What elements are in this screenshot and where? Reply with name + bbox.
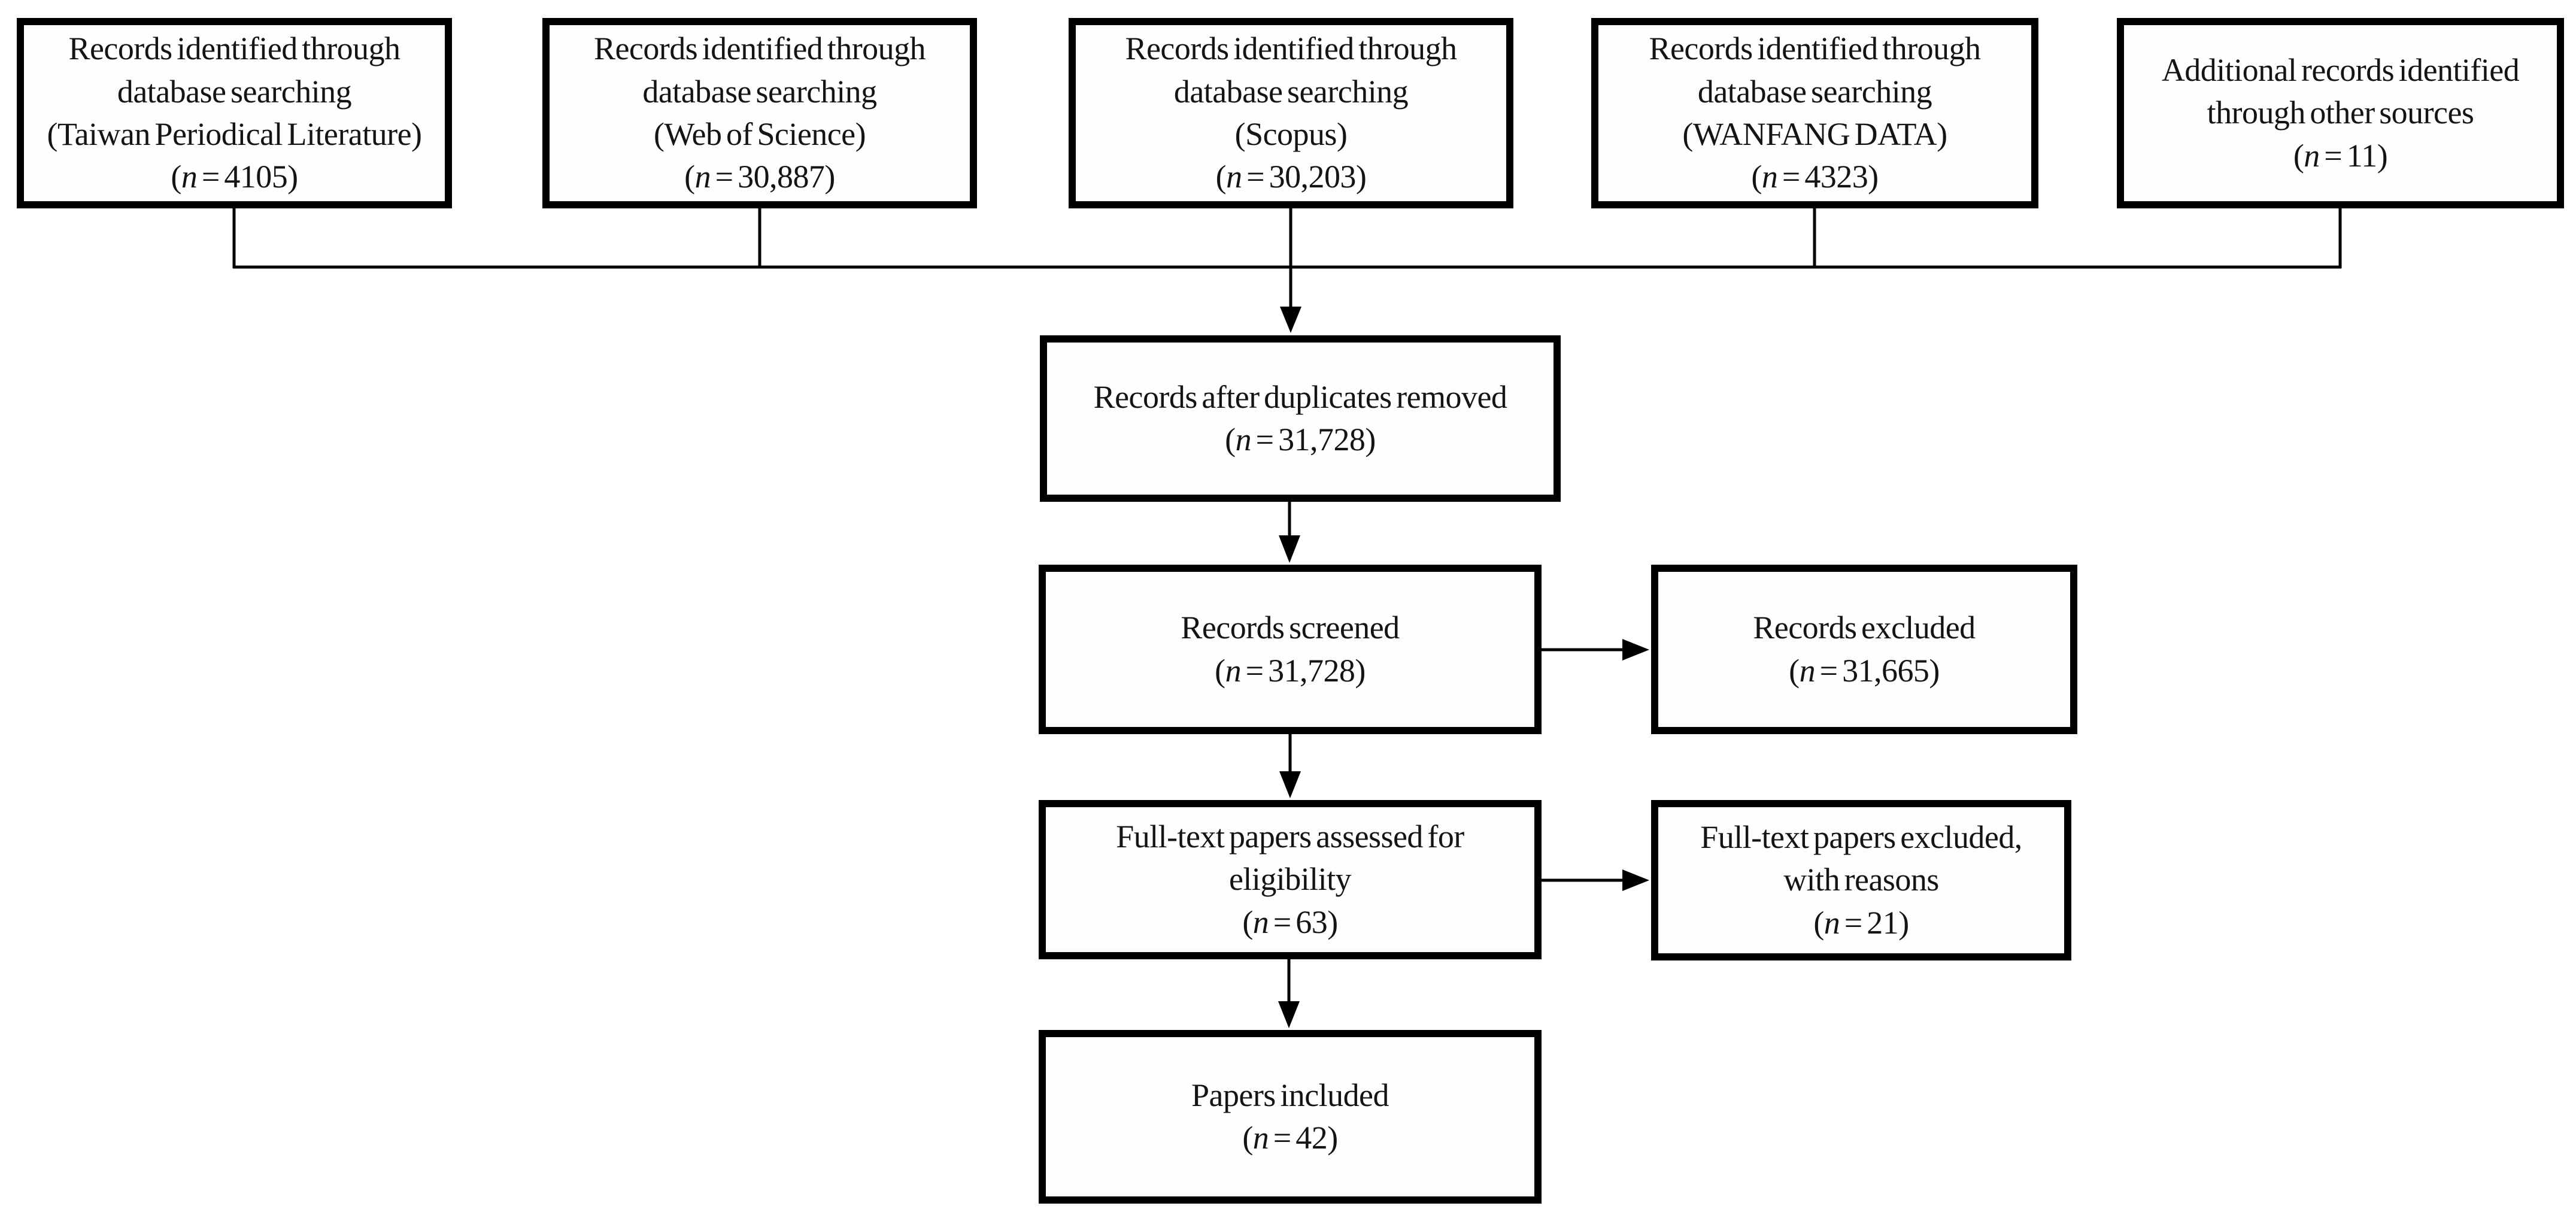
count-n-symbol: n <box>181 159 198 195</box>
count-n-symbol: n <box>1226 159 1242 195</box>
box-papers-included-label: Papers included <box>1191 1077 1389 1113</box>
count-value: 30,887 <box>738 159 825 195</box>
box-source-other-sources: Additional records identified through ot… <box>2117 18 2564 208</box>
count-close-paren: ) <box>1327 1120 1338 1156</box>
count-close-paren: ) <box>1355 159 1367 195</box>
count-equals: = <box>2319 137 2347 174</box>
count-n-symbol: n <box>1823 904 1840 941</box>
box-fulltext-excluded: Full-text papers excluded, with reasons … <box>1651 800 2071 960</box>
count-close-paren: ) <box>1327 904 1338 940</box>
box-source-taiwan-periodical: Records identified through database sear… <box>17 18 452 208</box>
box-source-other-sources-label: Additional records identified through ot… <box>2161 52 2520 131</box>
count-value: 42 <box>1295 1120 1328 1156</box>
box-fulltext-excluded-label: Full-text papers excluded, with reasons <box>1700 819 2022 898</box>
count-n-symbol: n <box>2304 137 2320 174</box>
count-n-symbol: n <box>694 159 711 195</box>
box-records-screened-label: Records screened <box>1181 610 1400 646</box>
count-value: 31,728 <box>1278 422 1366 457</box>
count-open-paren: ( <box>1242 904 1253 940</box>
box-source-web-of-science-count: (n = 30,887) <box>684 156 835 198</box>
box-records-excluded-count: (n = 31,665) <box>1789 650 1940 692</box>
arrowhead-into-dedup <box>1280 307 1301 333</box>
box-fulltext-assessed: Full-text papers assessed for eligibilit… <box>1039 800 1542 959</box>
box-papers-included: Papers included (n = 42) <box>1039 1030 1542 1204</box>
count-equals: = <box>1242 159 1269 195</box>
count-equals: = <box>1269 1120 1296 1156</box>
count-close-paren: ) <box>2377 137 2388 174</box>
count-n-symbol: n <box>1225 652 1242 689</box>
box-records-excluded-label: Records excluded <box>1753 610 1976 646</box>
box-source-wanfang: Records identified through database sear… <box>1591 18 2038 208</box>
arrowhead-into-included <box>1278 1001 1300 1028</box>
box-records-excluded: Records excluded (n = 31,665) <box>1651 565 2077 734</box>
count-equals: = <box>197 159 224 195</box>
box-source-web-of-science-label: Records identified through database sear… <box>593 31 926 152</box>
count-close-paren: ) <box>1868 159 1879 195</box>
count-equals: = <box>1777 159 1805 195</box>
count-equals: = <box>1251 422 1279 457</box>
count-open-paren: ( <box>1225 422 1236 457</box>
count-equals: = <box>1840 904 1867 941</box>
count-n-symbol: n <box>1252 904 1269 940</box>
count-open-paren: ( <box>684 159 695 195</box>
count-value: 63 <box>1295 904 1328 940</box>
box-duplicates-removed-count: (n = 31,728) <box>1225 419 1376 461</box>
count-close-paren: ) <box>1898 904 1909 941</box>
box-source-web-of-science: Records identified through database sear… <box>542 18 977 208</box>
count-close-paren: ) <box>287 159 298 195</box>
count-value: 21 <box>1867 904 1899 941</box>
box-records-screened: Records screened (n = 31,728) <box>1039 565 1542 734</box>
box-source-taiwan-periodical-count: (n = 4105) <box>171 156 298 198</box>
count-open-paren: ( <box>2293 137 2304 174</box>
count-open-paren: ( <box>1242 1120 1253 1156</box>
box-duplicates-removed-label: Records after duplicates removed <box>1093 378 1507 415</box>
count-n-symbol: n <box>1252 1120 1269 1156</box>
count-n-symbol: n <box>1761 159 1778 195</box>
box-source-wanfang-count: (n = 4323) <box>1751 156 1879 198</box>
count-equals: = <box>1241 652 1269 689</box>
arrowhead-into-fulltext-excluded <box>1622 869 1649 891</box>
box-records-screened-count: (n = 31,728) <box>1215 650 1366 692</box>
count-close-paren: ) <box>1929 652 1940 689</box>
count-n-symbol: n <box>1799 652 1816 689</box>
count-close-paren: ) <box>1355 652 1366 689</box>
count-open-paren: ( <box>1751 159 1762 195</box>
box-source-scopus-label: Records identified through database sear… <box>1125 31 1457 152</box>
arrowhead-into-screened <box>1279 535 1300 563</box>
count-value: 11 <box>2346 137 2377 174</box>
box-source-other-sources-count: (n = 11) <box>2293 135 2388 177</box>
box-source-scopus: Records identified through database sear… <box>1069 18 1513 208</box>
box-fulltext-assessed-count: (n = 63) <box>1242 901 1338 944</box>
count-equals: = <box>1269 904 1296 940</box>
count-value: 31,665 <box>1842 652 1929 689</box>
count-close-paren: ) <box>1365 422 1376 457</box>
count-open-paren: ( <box>1789 652 1800 689</box>
count-open-paren: ( <box>1215 159 1227 195</box>
count-open-paren: ( <box>1813 904 1824 941</box>
count-value: 30,203 <box>1269 159 1357 195</box>
box-fulltext-excluded-count: (n = 21) <box>1813 902 1909 944</box>
count-n-symbol: n <box>1235 422 1252 457</box>
box-source-taiwan-periodical-label: Records identified through database sear… <box>47 31 422 152</box>
count-open-paren: ( <box>1215 652 1225 689</box>
arrowhead-into-fulltext <box>1279 771 1301 798</box>
box-papers-included-count: (n = 42) <box>1242 1117 1338 1159</box>
count-value: 4323 <box>1804 159 1868 195</box>
box-duplicates-removed: Records after duplicates removed (n = 31… <box>1040 335 1561 502</box>
count-open-paren: ( <box>171 159 181 195</box>
count-close-paren: ) <box>824 159 835 195</box>
count-value: 4105 <box>224 159 288 195</box>
count-equals: = <box>1815 652 1843 689</box>
box-source-scopus-count: (n = 30,203) <box>1216 156 1367 198</box>
count-equals: = <box>711 159 738 195</box>
count-value: 31,728 <box>1268 652 1355 689</box>
box-fulltext-assessed-label: Full-text papers assessed for eligibilit… <box>1116 819 1464 898</box>
box-source-wanfang-label: Records identified through database sear… <box>1649 31 1981 152</box>
arrowhead-into-records-excluded <box>1622 639 1649 660</box>
